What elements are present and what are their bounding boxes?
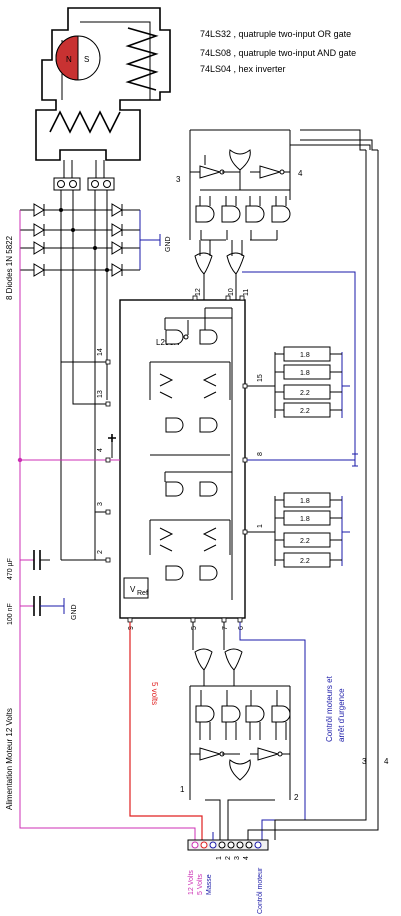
- pin-3: 3: [97, 502, 104, 506]
- resistor-r7: 2.2: [275, 532, 342, 548]
- supply-label: Alimentation Moteur 12 Volts: [5, 708, 14, 810]
- pin-9: 9: [128, 626, 135, 630]
- lower-left-number: 1: [180, 785, 185, 794]
- supply-rail: [17, 270, 196, 840]
- pin-1: 1: [257, 524, 264, 528]
- pin-wiring: [61, 300, 358, 561]
- note-and: 74LS08 , quatruple two-input AND gate: [200, 48, 356, 58]
- upper-logic: 3 4: [176, 129, 371, 460]
- gate-notes: 74LS32 , quatruple two-input OR gate 74L…: [200, 29, 356, 74]
- bottom-connector: 12 Volts 5 Volts Masse 1 2 3 4 Contrôl m…: [187, 832, 269, 914]
- pin-10: 10: [228, 288, 235, 296]
- conn-4: 4: [243, 856, 250, 860]
- pin-13: 13: [97, 390, 104, 398]
- resistor-r2: 1.8: [275, 364, 342, 380]
- resistor-bank-upper: 1.8 1.8 2.2 2.2: [247, 346, 350, 418]
- diodes-label: 8 Diodes 1N 5822: [5, 235, 14, 300]
- cap2-label: 100 nF: [7, 603, 14, 625]
- resistor-bank-lower: 1.8 1.8 2.2 2.2: [247, 492, 350, 568]
- resistor-r1: 1.8: [275, 346, 342, 362]
- gnd-label-1: GND: [165, 236, 172, 252]
- pin-15: 15: [257, 374, 264, 382]
- control-label-2: arrêt d'urgence: [337, 688, 346, 742]
- pin-4: 4: [97, 448, 104, 452]
- resistor-value: 2.2: [300, 390, 310, 397]
- upper-left-number: 3: [176, 175, 181, 184]
- resistor-value: 1.8: [300, 498, 310, 505]
- resistor-r3: 2.2: [275, 384, 342, 400]
- right-number-4: 4: [384, 757, 389, 766]
- pin-12: 12: [195, 288, 202, 296]
- resistor-value: 1.8: [300, 516, 310, 523]
- lower-right-number: 2: [294, 793, 299, 802]
- lower-logic: 5 volts 1 2: [129, 622, 306, 840]
- vref-label: V: [130, 585, 136, 594]
- resistor-r8: 2.2: [275, 552, 342, 568]
- pin-5: 5: [191, 626, 198, 630]
- terminal-blocks: [53, 177, 115, 191]
- resistor-value: 2.2: [300, 408, 310, 415]
- resistor-r4: 2.2: [275, 402, 342, 418]
- conn-control: Contrôl moteur: [257, 867, 264, 914]
- control-label-1: Contrôl moteurs et: [325, 675, 334, 742]
- pin-2: 2: [97, 550, 104, 554]
- diode-bridge: GND: [19, 190, 172, 560]
- conn-masse: Masse: [206, 874, 213, 895]
- right-routing: 3 4 Contrôl moteurs et arrêt d'urgence: [247, 129, 389, 840]
- right-number-3: 3: [362, 757, 367, 766]
- capacitors: 470 µF 100 nF GND: [7, 550, 78, 625]
- gnd-label-2: GND: [71, 604, 78, 620]
- resistor-r5: 1.8: [275, 492, 342, 508]
- pin-7: 7: [222, 626, 229, 630]
- pin-8: 8: [257, 452, 264, 456]
- resistor-value: 1.8: [300, 352, 310, 359]
- note-inv: 74LS04 , hex inverter: [200, 64, 286, 74]
- pin-14: 14: [97, 348, 104, 356]
- motor-north: N: [66, 55, 72, 64]
- red-5v-label: 5 volts: [150, 682, 159, 705]
- conn-3: 3: [234, 856, 241, 860]
- cap1-label: 470 µF: [7, 558, 14, 580]
- pin-6: 6: [238, 626, 245, 630]
- pin-11: 11: [243, 289, 250, 296]
- motor-south: S: [84, 55, 89, 64]
- note-or: 74LS32 , quatruple two-input OR gate: [200, 29, 351, 39]
- resistor-value: 1.8: [300, 370, 310, 377]
- conn-1: 1: [216, 856, 223, 860]
- upper-right-number: 4: [298, 169, 303, 178]
- conn-5v: 5 Volts: [197, 873, 204, 895]
- resistor-r6: 1.8: [275, 510, 342, 526]
- stepper-motor: N S: [35, 7, 171, 178]
- conn-2: 2: [225, 856, 232, 860]
- resistor-value: 2.2: [300, 558, 310, 565]
- vref-sub: Ref: [137, 590, 148, 597]
- conn-12v: 12 Volts: [188, 870, 195, 895]
- resistor-value: 2.2: [300, 538, 310, 545]
- l298n-chip: L298N V Ref: [119, 299, 246, 619]
